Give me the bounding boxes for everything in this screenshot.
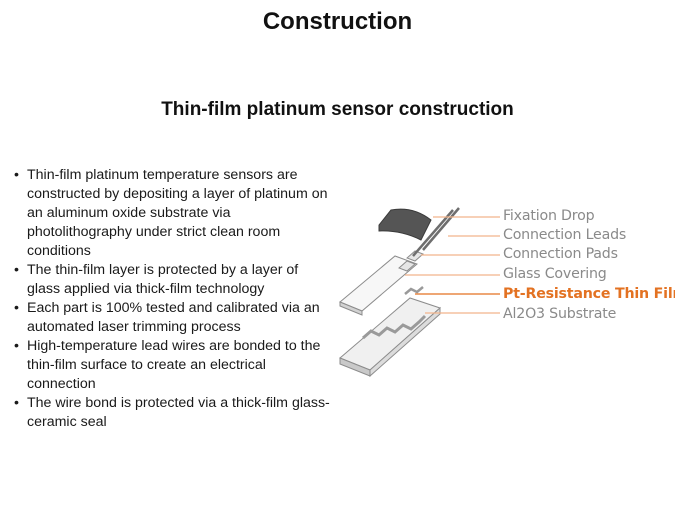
label-pt-thin-film: Pt-Resistance Thin Film (503, 286, 675, 302)
label-fixation-drop: Fixation Drop (503, 208, 595, 224)
label-connection-pads: Connection Pads (503, 246, 618, 262)
bullet-item: Thin-film platinum temperature sensors a… (12, 166, 330, 261)
label-connection-leads: Connection Leads (503, 227, 627, 243)
bullet-item: Each part is 100% tested and calibrated … (12, 299, 330, 337)
bullet-list: Thin-film platinum temperature sensors a… (12, 166, 330, 432)
bullet-item: The wire bond is protected via a thick-f… (12, 394, 330, 432)
bullet-item: High-temperature lead wires are bonded t… (12, 337, 330, 394)
connection-pads (398, 250, 424, 272)
substrate-layer (339, 297, 441, 378)
pt-thin-film-meander (362, 286, 427, 340)
slide-subtitle: Thin-film platinum sensor construction (161, 99, 514, 120)
slide-title: Construction (262, 8, 413, 35)
bullet-item: The thin-film layer is protected by a la… (12, 261, 330, 299)
glass-cover-layer (339, 255, 418, 316)
label-substrate: Al2O3 Substrate (503, 306, 617, 322)
label-glass-covering: Glass Covering (503, 266, 607, 282)
leader-lines (405, 216, 500, 314)
connection-leads (412, 207, 460, 257)
fixation-drop (378, 208, 432, 241)
sensor-exploded-diagram (339, 207, 500, 378)
